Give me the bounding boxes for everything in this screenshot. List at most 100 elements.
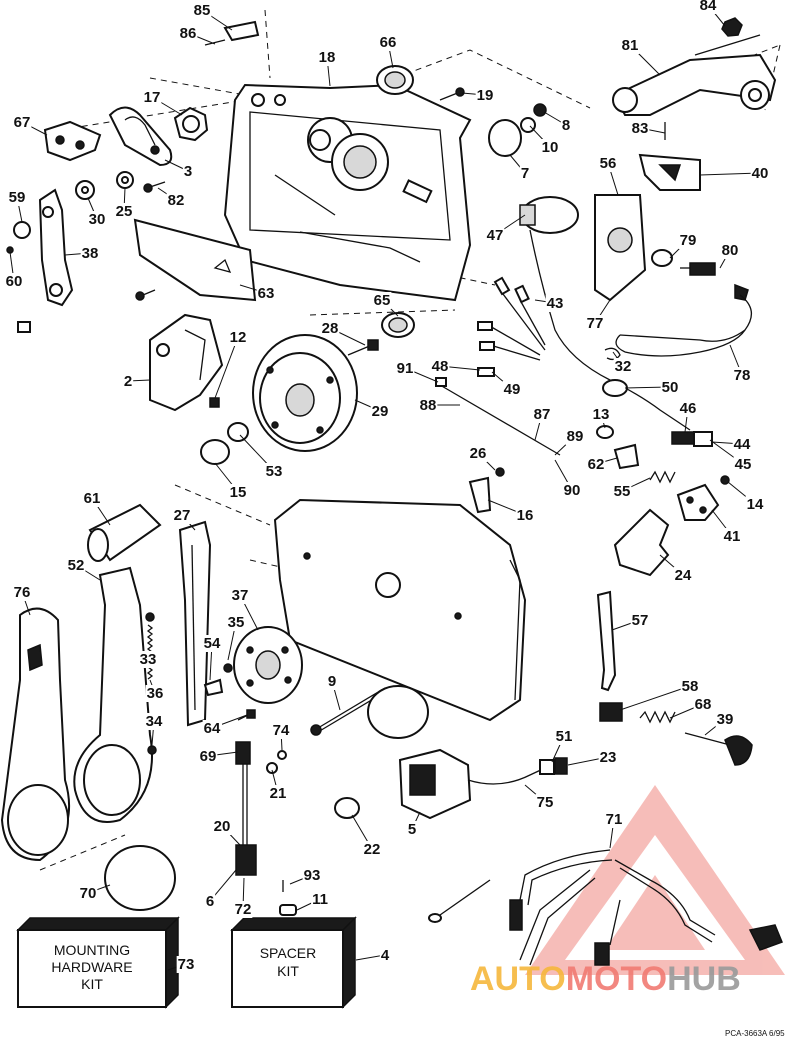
callout-background <box>166 192 186 209</box>
callout-background <box>379 947 391 964</box>
part-67-bracket <box>43 120 102 162</box>
callout-86: 86 <box>180 25 197 42</box>
callout-background <box>271 722 291 739</box>
part-39-plunger <box>684 732 753 766</box>
callout-27: 27 <box>174 507 191 524</box>
callout-51: 51 <box>556 728 573 745</box>
callout-90: 90 <box>564 482 581 499</box>
callout-background <box>660 379 680 396</box>
callout-background <box>82 490 102 507</box>
callout-background <box>204 893 216 910</box>
callout-61: 61 <box>84 490 101 507</box>
callout-background <box>226 614 246 631</box>
callout-82: 82 <box>168 192 185 209</box>
callout-background <box>228 329 248 346</box>
callout-background <box>192 2 212 19</box>
callout-background <box>673 567 693 584</box>
callout-background <box>560 117 572 134</box>
callout-41: 41 <box>724 528 741 545</box>
callout-background <box>732 367 752 384</box>
part-53-ring <box>227 422 249 442</box>
part-40-bracket <box>638 153 701 191</box>
callout-background <box>630 120 650 137</box>
callout-52: 52 <box>68 557 85 574</box>
mounting-kit-line3: KIT <box>81 976 103 992</box>
part-65-bushing <box>381 312 415 338</box>
callout-background <box>142 89 162 106</box>
callout-background <box>598 155 618 172</box>
callout-75: 75 <box>537 794 554 811</box>
part-27-rail <box>178 520 212 727</box>
part-20-buzzer <box>398 748 568 820</box>
callout-background <box>202 720 222 737</box>
callout-30: 30 <box>89 211 106 228</box>
callout-background <box>256 285 276 302</box>
part-12-screw <box>17 321 31 333</box>
part-33-spring <box>145 612 155 680</box>
part-84-nut <box>721 17 743 37</box>
callout-33: 33 <box>140 651 157 668</box>
callout-background <box>66 557 86 574</box>
callout-89: 89 <box>567 428 584 445</box>
callout-background <box>678 400 698 417</box>
callout-background <box>326 673 338 690</box>
callout-background <box>418 397 438 414</box>
callout-93: 93 <box>304 867 321 884</box>
callout-49: 49 <box>504 381 521 398</box>
callout-78: 78 <box>734 367 751 384</box>
part-24-bracket <box>613 508 670 577</box>
callout-background <box>233 901 253 918</box>
part-7-disc <box>488 119 522 157</box>
part-6-nut <box>279 904 297 916</box>
part-68-spring <box>639 710 676 724</box>
callout-background <box>720 242 740 259</box>
part-34-screw <box>147 745 157 755</box>
callout-66: 66 <box>380 34 397 51</box>
part-63-plate <box>133 218 257 302</box>
callout-73: 73 <box>178 956 195 973</box>
callout-background <box>264 463 284 480</box>
callout-background <box>87 211 107 228</box>
callout-88: 88 <box>420 397 437 414</box>
callout-87: 87 <box>534 406 551 423</box>
callout-69: 69 <box>200 748 217 765</box>
callout-15: 15 <box>230 484 247 501</box>
callout-background <box>114 203 134 220</box>
ignition-switch-wiring <box>477 196 691 431</box>
callout-64: 64 <box>204 720 221 737</box>
callout-12: 12 <box>230 329 247 346</box>
part-52-handle <box>73 566 153 823</box>
part-17-ring <box>173 106 209 142</box>
callout-background <box>630 612 650 629</box>
callout-background <box>144 713 164 730</box>
part-44-connector <box>671 431 713 447</box>
callout-background <box>693 696 713 713</box>
callout-57: 57 <box>632 612 649 629</box>
callout-background <box>228 484 248 501</box>
callout-background <box>620 37 640 54</box>
callout-48: 48 <box>432 358 449 375</box>
callout-32: 32 <box>615 358 632 375</box>
callout-background <box>562 482 582 499</box>
callout-background <box>317 49 337 66</box>
callout-background <box>586 456 606 473</box>
callout-background <box>485 227 505 244</box>
part-28-screw <box>347 339 379 356</box>
callout-60: 60 <box>6 273 23 290</box>
callout-5: 5 <box>408 821 416 838</box>
callout-65: 65 <box>374 292 391 309</box>
callout-background <box>12 114 32 131</box>
callout-background <box>78 885 98 902</box>
part-55-spring <box>649 470 676 484</box>
callout-background <box>475 87 495 104</box>
part-10-washer <box>520 117 536 133</box>
callout-background <box>202 635 222 652</box>
callout-background <box>733 456 753 473</box>
callout-background <box>311 891 329 908</box>
part-93-battery-cables <box>428 849 783 966</box>
callout-background <box>554 728 574 745</box>
callout-background <box>750 165 770 182</box>
callout-34: 34 <box>146 713 163 730</box>
part-50-grommet <box>602 379 628 397</box>
